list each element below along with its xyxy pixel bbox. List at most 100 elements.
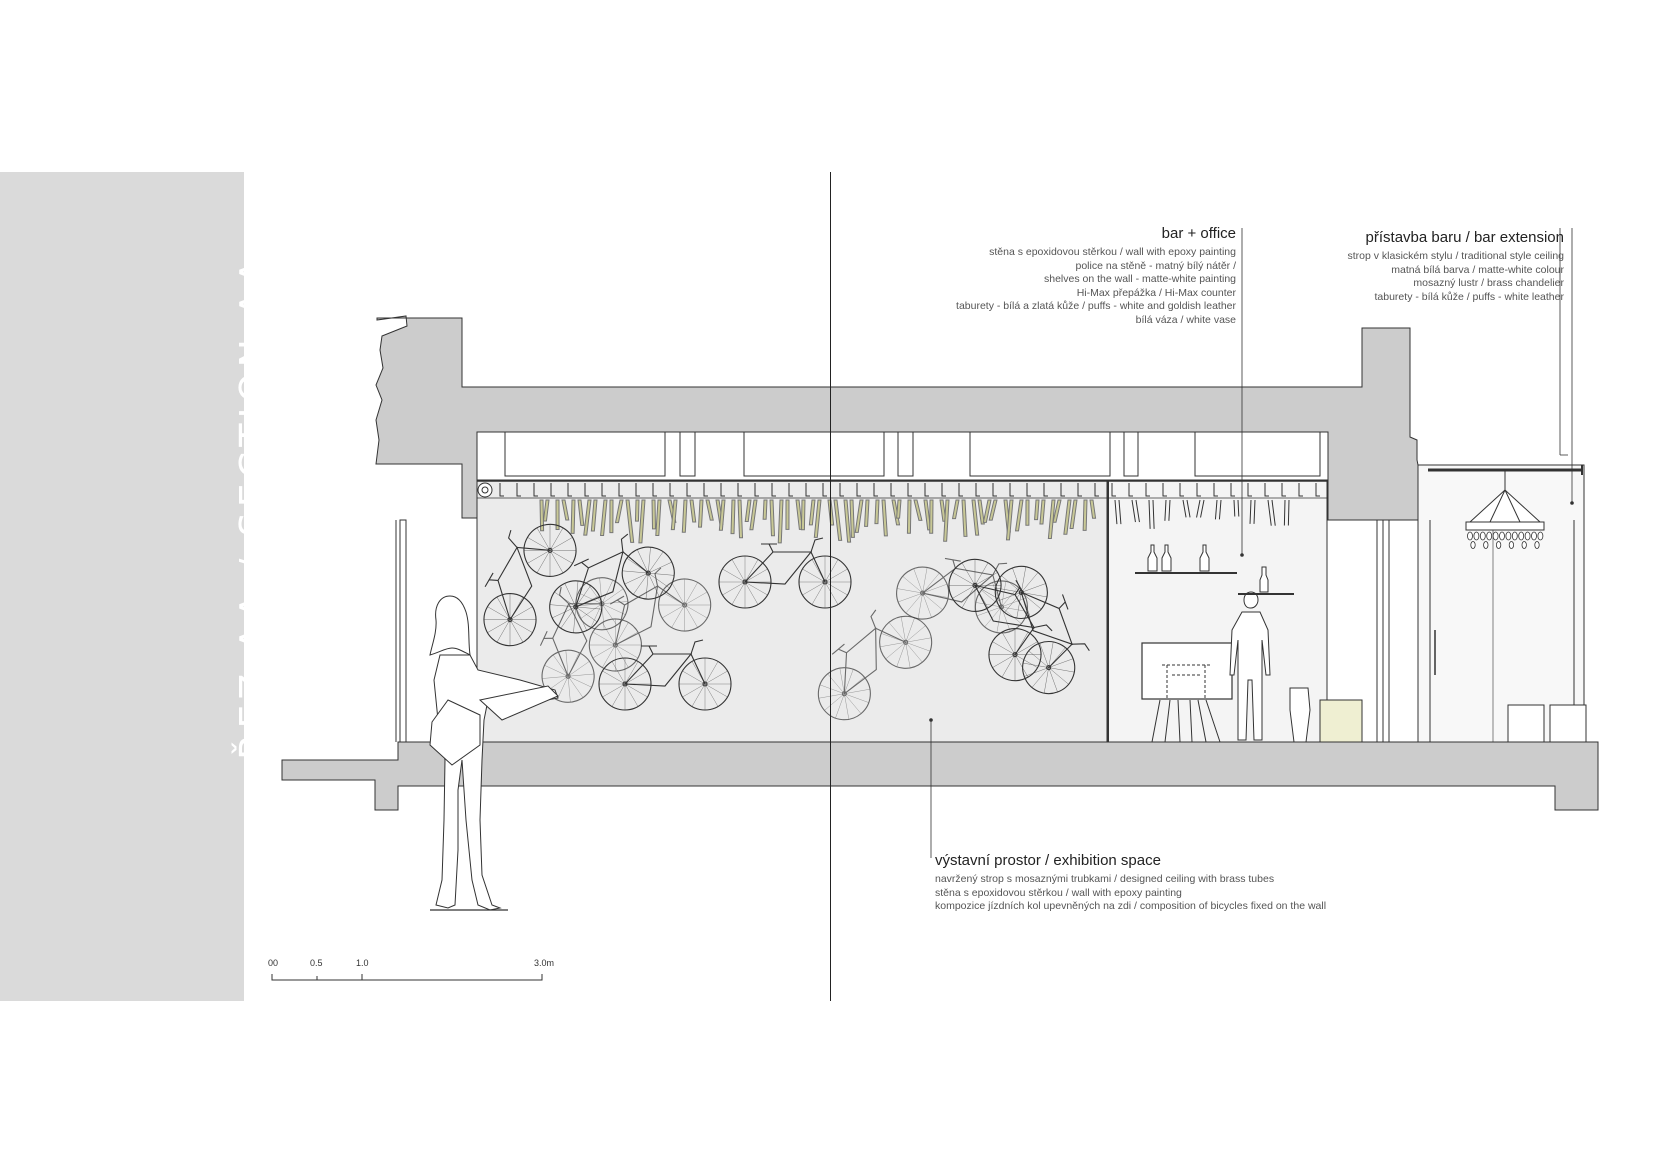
bike-spoke (1044, 667, 1049, 694)
bike-spoke (1021, 592, 1031, 617)
ceiling-hook (941, 483, 946, 497)
bike-spoke (684, 578, 685, 606)
bike-spoke (615, 644, 629, 668)
ceiling-hook (958, 483, 963, 497)
bike-spoke (1048, 641, 1054, 668)
bike-spoke (1023, 662, 1049, 668)
brass-tube (689, 499, 697, 523)
bike-spoke (580, 603, 602, 619)
bike-spoke (1039, 643, 1049, 668)
brass-tube (769, 499, 775, 537)
bike-spoke (567, 652, 580, 677)
bike-spoke (744, 559, 759, 583)
bike-spoke (992, 654, 1016, 668)
ceiling-hook (1111, 483, 1116, 497)
chandelier-drop (1499, 531, 1505, 541)
label-bar-office: bar + office stěna s epoxidovou stěrkou … (956, 225, 1236, 327)
bike-spoke (992, 641, 1016, 655)
bike-spoke (722, 581, 746, 596)
ceiling-hook (924, 483, 929, 497)
bike-spoke (509, 619, 533, 633)
bike-spoke (671, 604, 685, 628)
ceiling-pocket (679, 431, 696, 477)
bicycle (483, 523, 577, 647)
bicycle (539, 577, 629, 703)
bike-spoke (961, 562, 976, 586)
bar-tube (1267, 499, 1276, 526)
ceiling-pocket (1123, 431, 1139, 477)
bike-frame (609, 567, 685, 647)
bike-spoke (731, 559, 746, 583)
bike-spoke (844, 689, 870, 694)
bike-spoke (1024, 667, 1049, 677)
bike-spoke (624, 683, 648, 698)
bike-spoke (509, 619, 511, 646)
bike-spoke (509, 597, 524, 620)
brass-tube (1014, 499, 1024, 532)
bike-spoke (704, 661, 719, 685)
brass-tube (929, 499, 934, 534)
label-line: taburety - bílá kůže / puffs - white lea… (1374, 290, 1565, 303)
bike-spoke (575, 606, 602, 610)
bike-spoke (844, 693, 862, 714)
bike-spoke (684, 582, 698, 606)
bike-spoke (922, 567, 928, 594)
ceiling-pocket (969, 431, 1111, 477)
bike-spoke (626, 558, 649, 574)
bicycle (549, 533, 675, 634)
left-window (399, 519, 407, 743)
bike-spoke (536, 527, 551, 551)
brass-tube (583, 499, 592, 536)
bike-spoke (648, 572, 675, 576)
bike-spoke (564, 583, 576, 607)
bike-spoke (835, 693, 845, 719)
page-divider (830, 172, 831, 1001)
bike-spoke (624, 670, 648, 685)
brass-tube (539, 499, 545, 532)
bar-tube (1148, 499, 1155, 529)
bike-spoke (549, 524, 551, 551)
label-line: stěna s epoxidovou stěrkou / wall with e… (989, 246, 1236, 258)
bar-tube (1249, 499, 1256, 524)
bar-tube (1196, 499, 1205, 518)
bike-spoke (575, 585, 591, 607)
bike-spoke (553, 654, 569, 677)
ceiling-hook (992, 483, 997, 497)
brass-tube (1069, 499, 1078, 529)
brass-tube (1052, 499, 1062, 523)
ceiling-hooks (499, 483, 1320, 497)
bike-spoke (589, 644, 616, 646)
bike-spoke (575, 606, 598, 622)
bike-spoke (615, 622, 629, 646)
ceiling-hook (1298, 483, 1303, 497)
bike-spoke (487, 619, 511, 633)
bar-tube (1214, 499, 1222, 520)
bike-spoke (824, 581, 839, 605)
bike-spoke (902, 576, 923, 594)
bike-spoke (611, 683, 626, 707)
bike-spoke (658, 604, 685, 606)
bike-spoke (885, 642, 906, 660)
ceiling-hook (601, 483, 606, 497)
bike-spoke (568, 673, 595, 677)
pouf (1549, 704, 1587, 743)
ceiling-hook (1315, 483, 1320, 497)
bike-spoke (662, 591, 685, 606)
bike-spoke (988, 654, 1016, 655)
bike-spoke (549, 537, 573, 551)
brass-tube (614, 499, 624, 524)
bike-spoke (648, 572, 670, 589)
bike-spoke (615, 644, 638, 659)
scale-bar-graphic (271, 974, 543, 981)
brass-tube (896, 499, 902, 519)
bike-spoke (1001, 654, 1016, 678)
bike-spoke (599, 577, 603, 604)
bike-spoke (622, 570, 649, 574)
bike-spoke (844, 676, 865, 694)
bike-spoke (682, 670, 706, 685)
hi-max-counter (1141, 642, 1233, 700)
bike-spoke (922, 592, 949, 598)
bottle (1199, 544, 1210, 572)
ceiling-hook (1179, 483, 1184, 497)
bike-spoke (974, 572, 998, 586)
